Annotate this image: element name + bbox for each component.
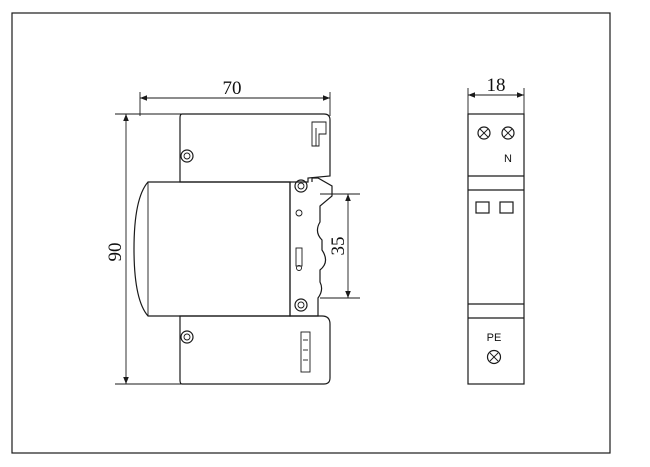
side-hole <box>295 209 303 217</box>
screw-icon <box>294 298 308 312</box>
bottom-lever <box>300 331 311 373</box>
terminal-screw-icon <box>477 126 491 140</box>
front-view: N PE 18 <box>467 75 525 385</box>
top-clip <box>311 121 327 147</box>
terminal-screw-icon <box>486 349 502 365</box>
side-top-plate <box>179 113 331 183</box>
terminal-label-pe: PE <box>487 332 502 344</box>
terminal-screw-icon <box>501 126 515 140</box>
dim-label-18: 18 <box>487 75 506 96</box>
terminal-label-n: N <box>504 153 512 165</box>
side-view: 70 90 35 <box>105 78 360 385</box>
screw-icon <box>180 149 194 163</box>
indicator-window <box>475 201 490 214</box>
dim-label-35: 35 <box>328 237 349 256</box>
side-middle-body <box>289 177 333 317</box>
side-slot <box>295 247 303 267</box>
front-outline <box>467 113 525 385</box>
dim-label-70: 70 <box>223 78 242 99</box>
screw-icon <box>180 330 194 344</box>
indicator-window <box>499 201 514 214</box>
side-hole-lower <box>296 265 302 271</box>
screw-icon <box>294 179 308 193</box>
drawing-frame <box>11 12 611 454</box>
side-bottom-plate <box>179 315 331 385</box>
dim-label-90: 90 <box>105 243 126 262</box>
side-front-cover <box>133 181 291 317</box>
